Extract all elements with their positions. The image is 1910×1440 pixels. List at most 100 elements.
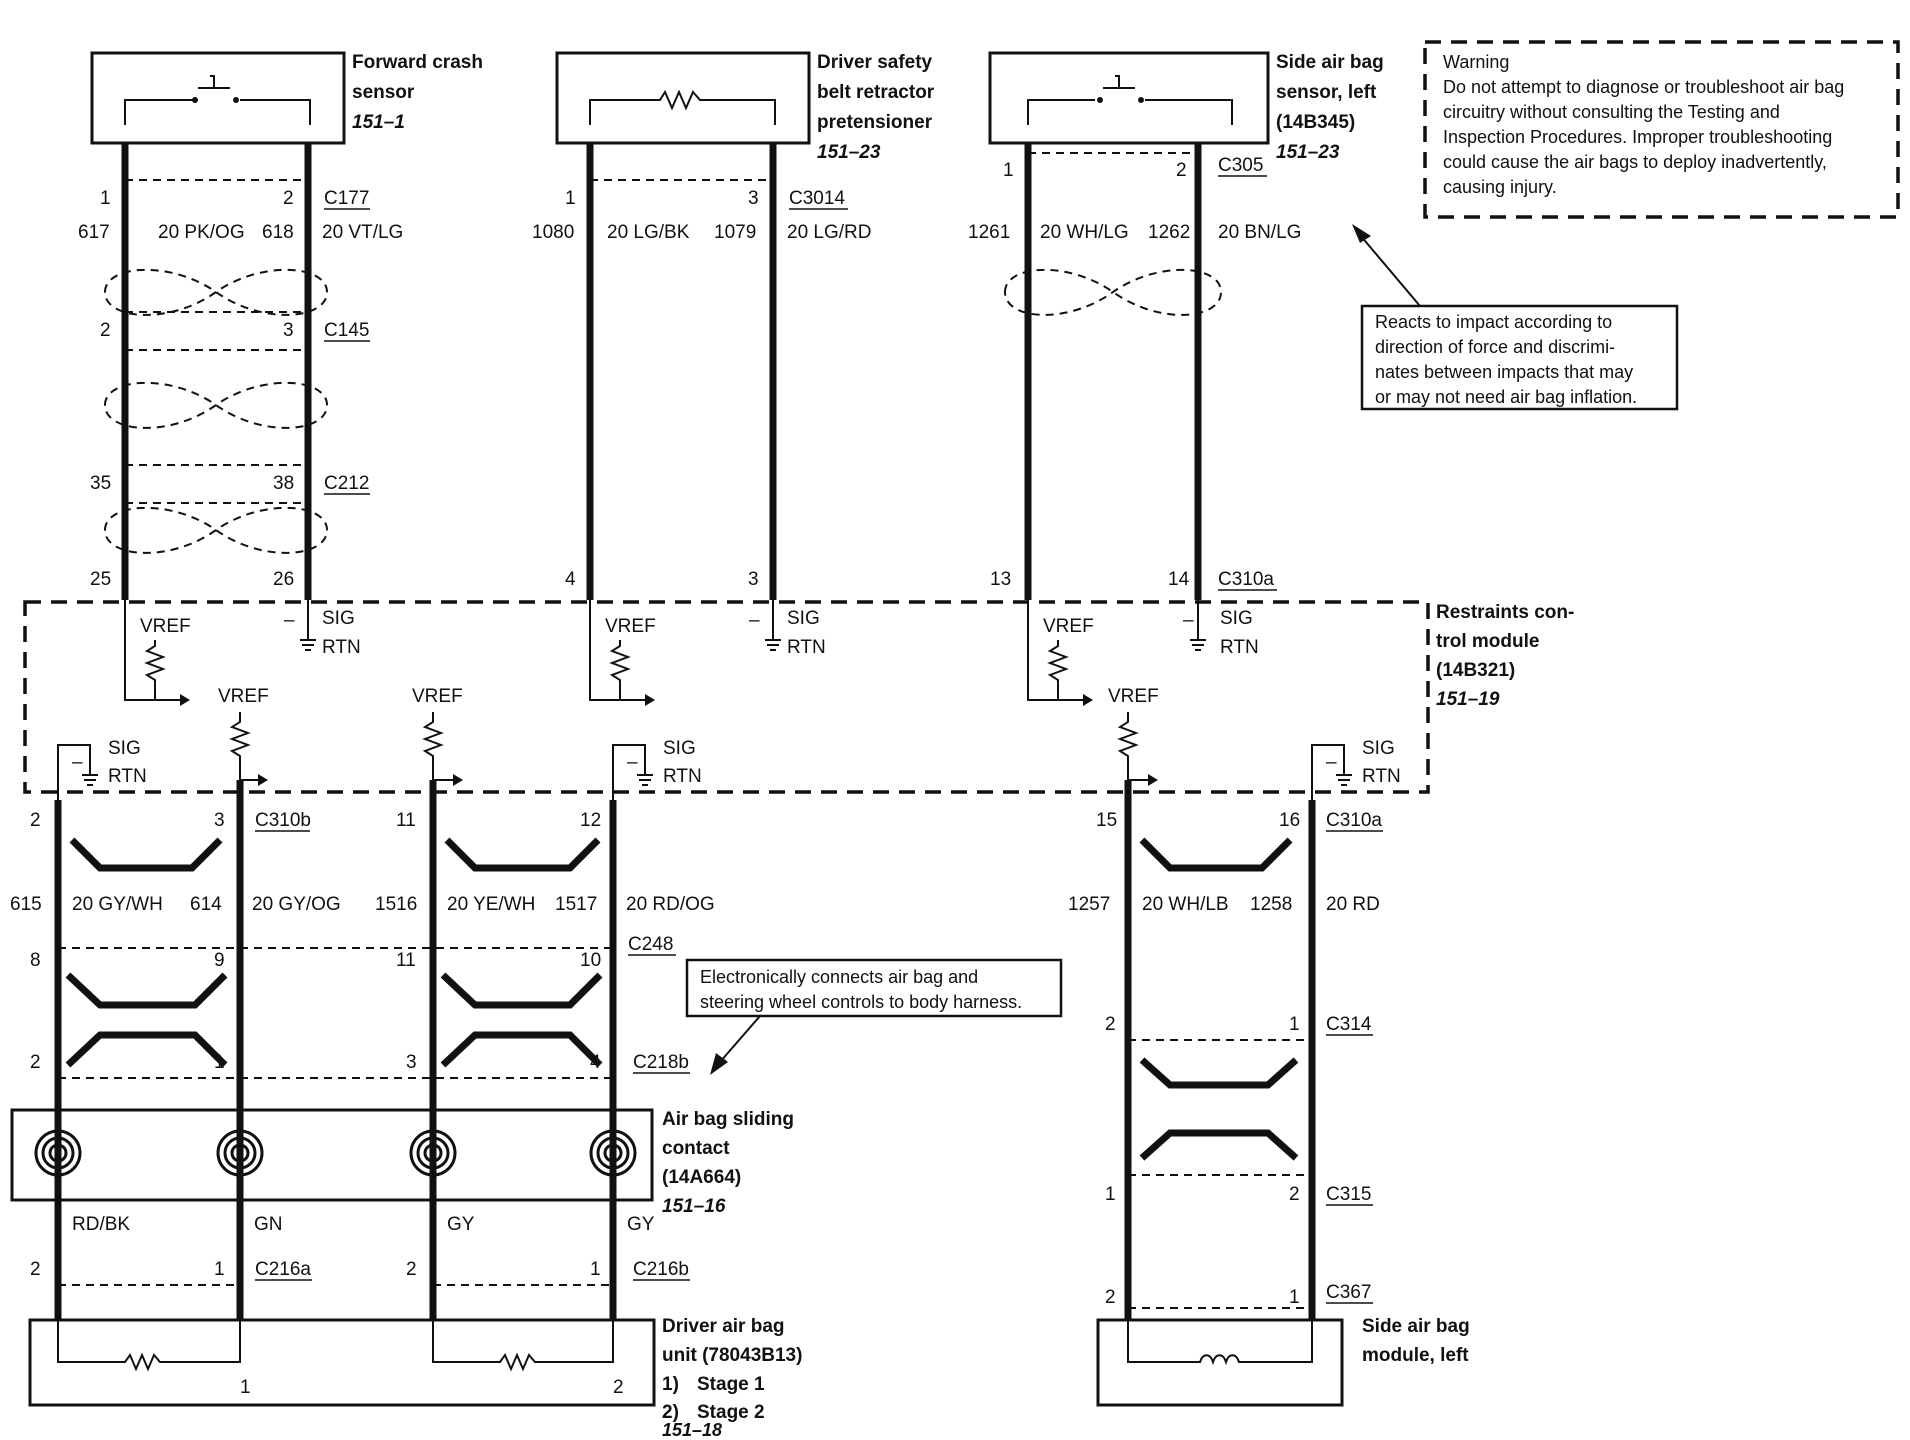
wire-label: 20 LG/RD: [787, 222, 871, 243]
circuit-number: 614: [190, 894, 222, 915]
pin-number: 1: [1289, 1287, 1300, 1308]
pin-number: 3: [406, 1052, 417, 1073]
pin-number: 38: [273, 473, 294, 494]
wire-label: 20 YE/WH: [447, 894, 535, 915]
wire-color: RD/BK: [72, 1214, 130, 1235]
connector-c212: C212: [324, 473, 369, 494]
connector-c218b: C218b: [633, 1052, 689, 1073]
component-label: Side air bag: [1276, 52, 1384, 73]
reacts-line: Reacts to impact according to: [1375, 312, 1612, 332]
sig-label: SIG: [108, 738, 141, 759]
driver-air-bag-unit: 1 2 Driver air bag unit (78043B13) 1) St…: [28, 1316, 802, 1440]
ground-icon: [300, 639, 316, 651]
module-internal-upper-2: VREF – SIG RTN: [589, 600, 826, 706]
component-label: pretensioner: [817, 112, 933, 133]
arrow-icon: [1352, 224, 1371, 243]
vref-label: VREF: [605, 616, 656, 637]
clockspring-terminal-icon: [409, 1129, 457, 1177]
stage-index: 2): [662, 1402, 679, 1423]
component-label: belt retractor: [817, 82, 935, 103]
warning-title: Warning: [1443, 52, 1509, 72]
pin-number: 1: [214, 1052, 225, 1073]
ground-icon: [1190, 639, 1206, 651]
pin-number: 1: [214, 1259, 225, 1280]
reacts-line: nates between impacts that may: [1375, 362, 1633, 382]
vref-label: VREF: [1043, 616, 1094, 637]
connector-c3014: C3014: [789, 188, 845, 209]
stage-index: 1): [662, 1374, 679, 1395]
pin-number: 2: [1289, 1184, 1300, 1205]
twisted-pair: [103, 268, 329, 316]
pin-number: 1: [1003, 160, 1014, 181]
stage-label: Stage 1: [697, 1374, 765, 1395]
ground-icon: [82, 774, 98, 786]
component-label: Side air bag: [1362, 1316, 1470, 1337]
warning-line: circuitry without consulting the Testing…: [1443, 102, 1780, 122]
minus-label: –: [749, 610, 760, 631]
pin-number: 2: [30, 1052, 41, 1073]
minus-label: –: [1183, 610, 1194, 631]
stage-number: 1: [240, 1377, 251, 1398]
component-page-ref: 151–19: [1436, 689, 1500, 710]
belt-retractor-pretensioner: Driver safety belt retractor pretensione…: [555, 51, 935, 163]
pin-number: 2: [1105, 1287, 1116, 1308]
clockspring-terminal-icon: [216, 1129, 264, 1177]
pin-number: 2: [1105, 1014, 1116, 1035]
connector-c315: C315: [1326, 1184, 1371, 1205]
sig-label: SIG: [1220, 608, 1253, 629]
pin-number: 11: [396, 950, 416, 971]
connector-c367: C367: [1326, 1282, 1371, 1303]
connector-c248: C248: [628, 934, 673, 955]
component-label: Forward crash: [352, 52, 483, 73]
pin-number: 4: [590, 1052, 601, 1073]
minus-label: –: [1326, 752, 1337, 773]
resistor-icon: [589, 89, 776, 125]
pin-number: 35: [90, 473, 111, 494]
pin-number: 1: [1289, 1014, 1300, 1035]
component-page-ref: 151–23: [1276, 142, 1340, 163]
wire-label: 20 RD/OG: [626, 894, 715, 915]
pin-number: 2: [283, 188, 294, 209]
pin-number: 25: [90, 569, 111, 590]
pin-number: 2: [30, 810, 41, 831]
ground-icon: [637, 774, 653, 786]
reacts-note: Reacts to impact according to direction …: [1352, 224, 1679, 411]
circuit-number: 1079: [714, 222, 756, 243]
circuit-number: 1258: [1250, 894, 1292, 915]
pin-number: 2: [1176, 160, 1187, 181]
twisted-pair: [103, 506, 329, 554]
pin-number: 3: [748, 569, 759, 590]
sig-label: SIG: [663, 738, 696, 759]
side-air-bag-sensor-left: Side air bag sensor, left (14B345) 151–2…: [988, 51, 1384, 163]
inductor-icon: [1127, 1320, 1313, 1366]
minus-label: –: [284, 610, 295, 631]
resistor-icon: [57, 1320, 241, 1372]
vref-label: VREF: [218, 686, 269, 707]
wire-color: GY: [627, 1214, 655, 1235]
reacts-line: or may not need air bag inflation.: [1375, 387, 1637, 407]
air-bag-sliding-contact: Air bag sliding contact (14A664) 151–16: [10, 1108, 794, 1217]
component-page-ref: 151–18: [662, 1420, 722, 1440]
pin-number: 14: [1168, 569, 1190, 590]
warning-line: Do not attempt to diagnose or troublesho…: [1443, 77, 1844, 97]
circuit-number: 1262: [1148, 222, 1190, 243]
sig-label: SIG: [322, 608, 355, 629]
pin-number: 15: [1096, 810, 1117, 831]
connector-c145: C145: [324, 320, 369, 341]
wire-label: 20 WH/LB: [1142, 894, 1229, 915]
sig-label: SIG: [1362, 738, 1395, 759]
pin-number: 1: [565, 188, 576, 209]
component-label: Driver safety: [817, 52, 933, 73]
component-page-ref: 151–23: [817, 142, 881, 163]
component-label: Driver air bag: [662, 1316, 785, 1337]
pin-number: 8: [30, 950, 41, 971]
wire-label: 20 VT/LG: [322, 222, 403, 243]
circuit-number: 617: [78, 222, 110, 243]
pin-number: 12: [580, 810, 601, 831]
pin-number: 1: [1105, 1184, 1116, 1205]
pin-number: 1: [100, 188, 111, 209]
resistor-icon: [432, 1320, 614, 1372]
circuit-number: 1516: [375, 894, 417, 915]
connector-c305: C305: [1218, 155, 1263, 176]
module-internal-upper-3: VREF – SIG RTN: [1027, 600, 1259, 706]
